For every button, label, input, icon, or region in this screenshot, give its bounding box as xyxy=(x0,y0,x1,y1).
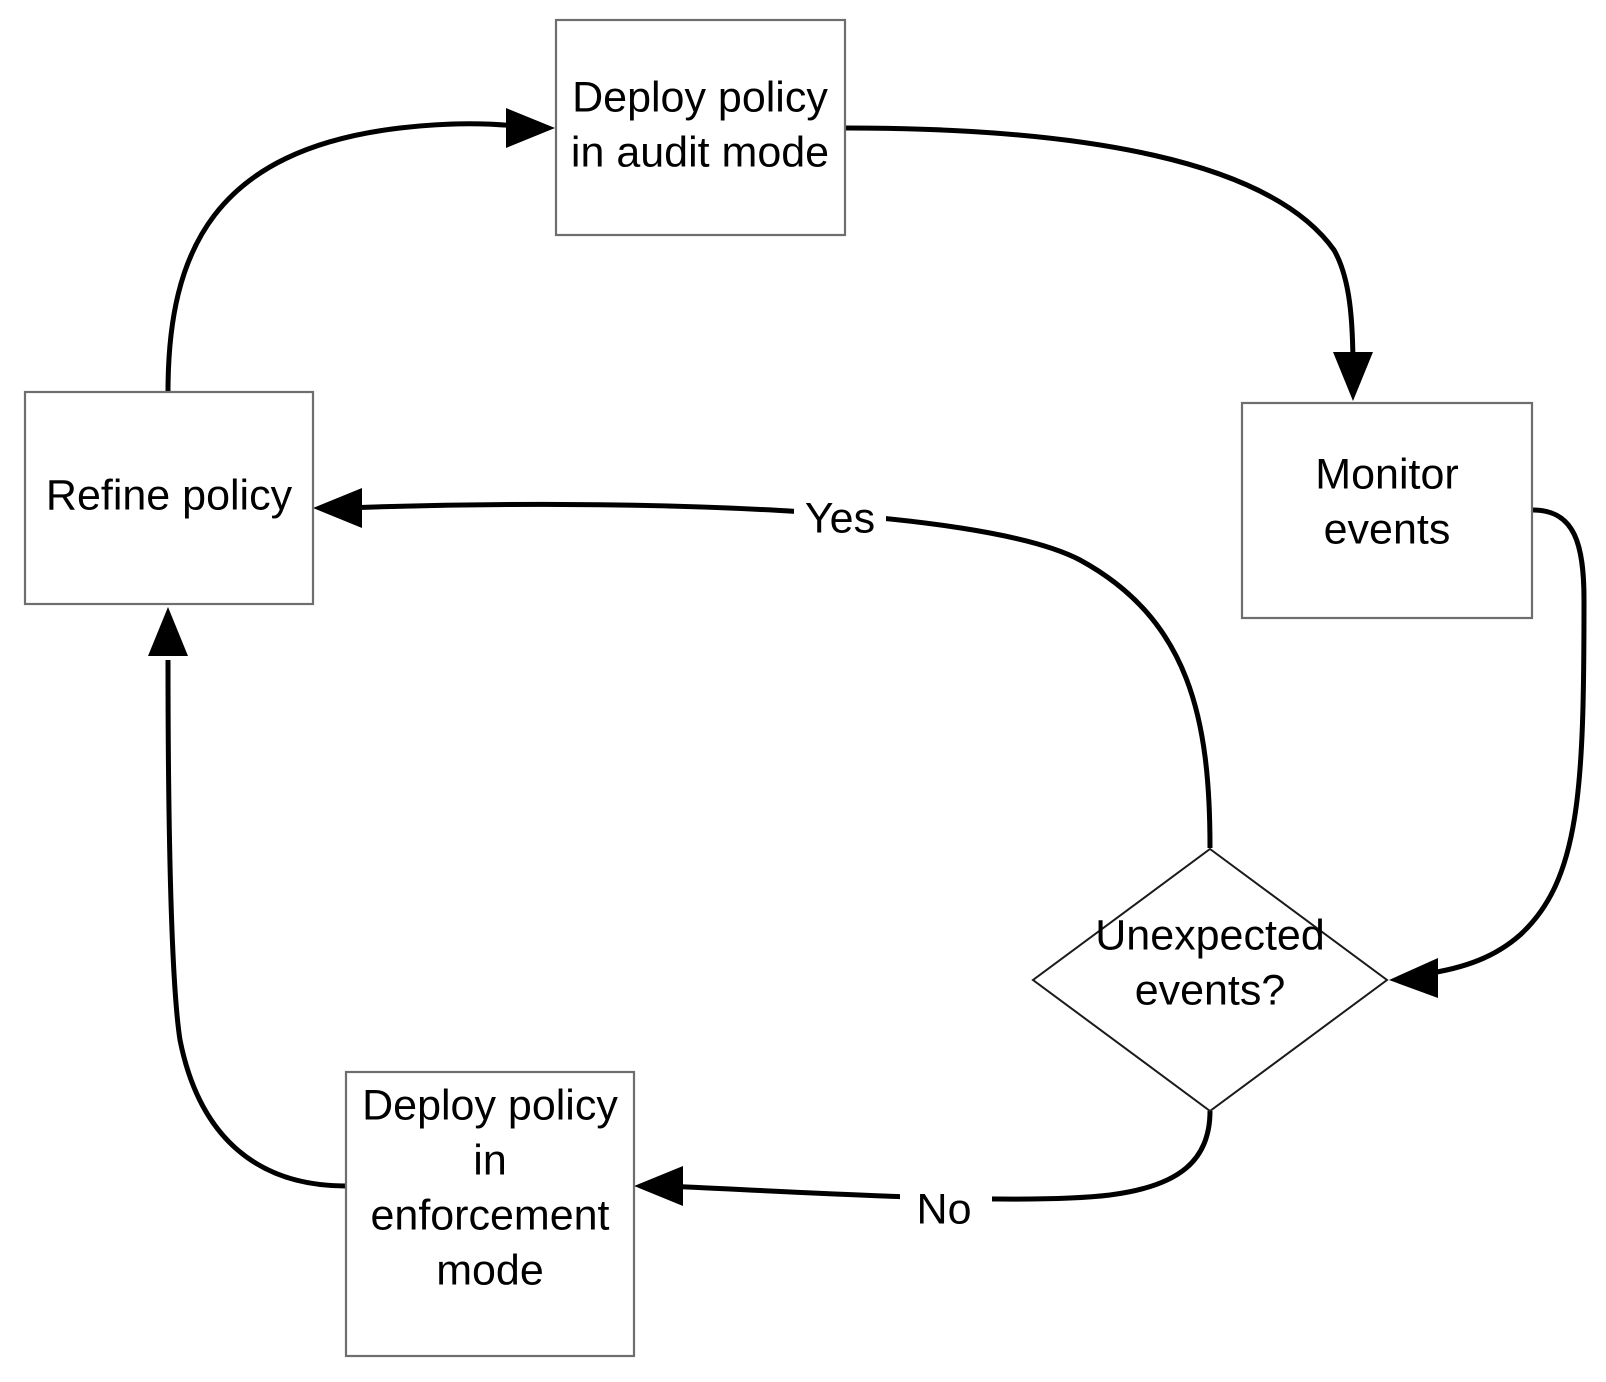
edge-decision-no-to-enforcement: No xyxy=(634,1110,1213,1238)
node-refine-policy[interactable]: Refine policy xyxy=(23,390,315,606)
edge-audit-to-monitor-arrowhead xyxy=(1333,352,1373,401)
node-refine-policy-label-line1: Refine policy xyxy=(46,471,293,519)
node-unexpected-events-label-line2: events? xyxy=(1135,966,1286,1014)
edge-audit-to-monitor-line xyxy=(845,125,1356,371)
node-deploy-audit-box[interactable] xyxy=(554,18,847,237)
node-refine-policy-box[interactable] xyxy=(23,390,315,606)
edge-decision-no-to-enforcement-line xyxy=(665,1110,1213,1202)
edge-label-no: No xyxy=(917,1185,972,1233)
node-monitor-events[interactable]: Monitor events xyxy=(1240,401,1534,620)
edge-label-yes-background xyxy=(794,495,886,547)
edge-enforcement-to-refine xyxy=(148,607,347,1189)
node-monitor-events-label-line1: Monitor xyxy=(1315,450,1458,498)
edge-monitor-to-decision-arrowhead xyxy=(1389,958,1438,998)
edge-label-no-background xyxy=(900,1186,992,1238)
edge-decision-yes-to-refine-line xyxy=(344,501,1213,849)
edge-enforcement-to-refine-arrowhead xyxy=(148,607,188,656)
edge-decision-yes-to-refine-arrowhead xyxy=(313,488,362,528)
node-deploy-audit-label-line1: Deploy policy xyxy=(572,73,828,121)
node-deploy-enforcement-label-line4: mode xyxy=(436,1246,544,1294)
node-deploy-enforcement[interactable]: Deploy policy in enforcement mode xyxy=(344,1070,636,1358)
node-unexpected-events[interactable]: Unexpected events? xyxy=(1031,847,1389,1113)
edge-refine-to-audit-line xyxy=(165,121,525,393)
node-deploy-enforcement-label-line3: enforcement xyxy=(370,1191,609,1239)
edge-audit-to-monitor xyxy=(845,125,1373,401)
edge-enforcement-to-refine-line xyxy=(165,659,347,1189)
node-deploy-enforcement-label-line2: in xyxy=(473,1136,506,1184)
node-deploy-audit-label-line2: in audit mode xyxy=(571,128,829,176)
node-unexpected-events-diamond[interactable] xyxy=(1031,847,1389,1113)
node-deploy-audit[interactable]: Deploy policy in audit mode xyxy=(554,18,847,237)
node-deploy-enforcement-box[interactable] xyxy=(344,1070,636,1358)
node-monitor-events-box[interactable] xyxy=(1240,401,1534,620)
edge-monitor-to-decision-line xyxy=(1424,507,1587,977)
node-unexpected-events-label-line1: Unexpected xyxy=(1095,911,1325,959)
edge-refine-to-audit-arrowhead xyxy=(506,108,555,148)
edge-decision-no-to-enforcement-arrowhead xyxy=(634,1166,683,1206)
edge-label-yes: Yes xyxy=(805,494,875,542)
node-monitor-events-label-line2: events xyxy=(1324,505,1451,553)
edge-monitor-to-decision xyxy=(1389,507,1587,998)
edge-refine-to-audit xyxy=(165,108,555,393)
node-deploy-enforcement-label-line1: Deploy policy xyxy=(362,1081,618,1129)
edge-decision-yes-to-refine: Yes xyxy=(313,488,1213,849)
